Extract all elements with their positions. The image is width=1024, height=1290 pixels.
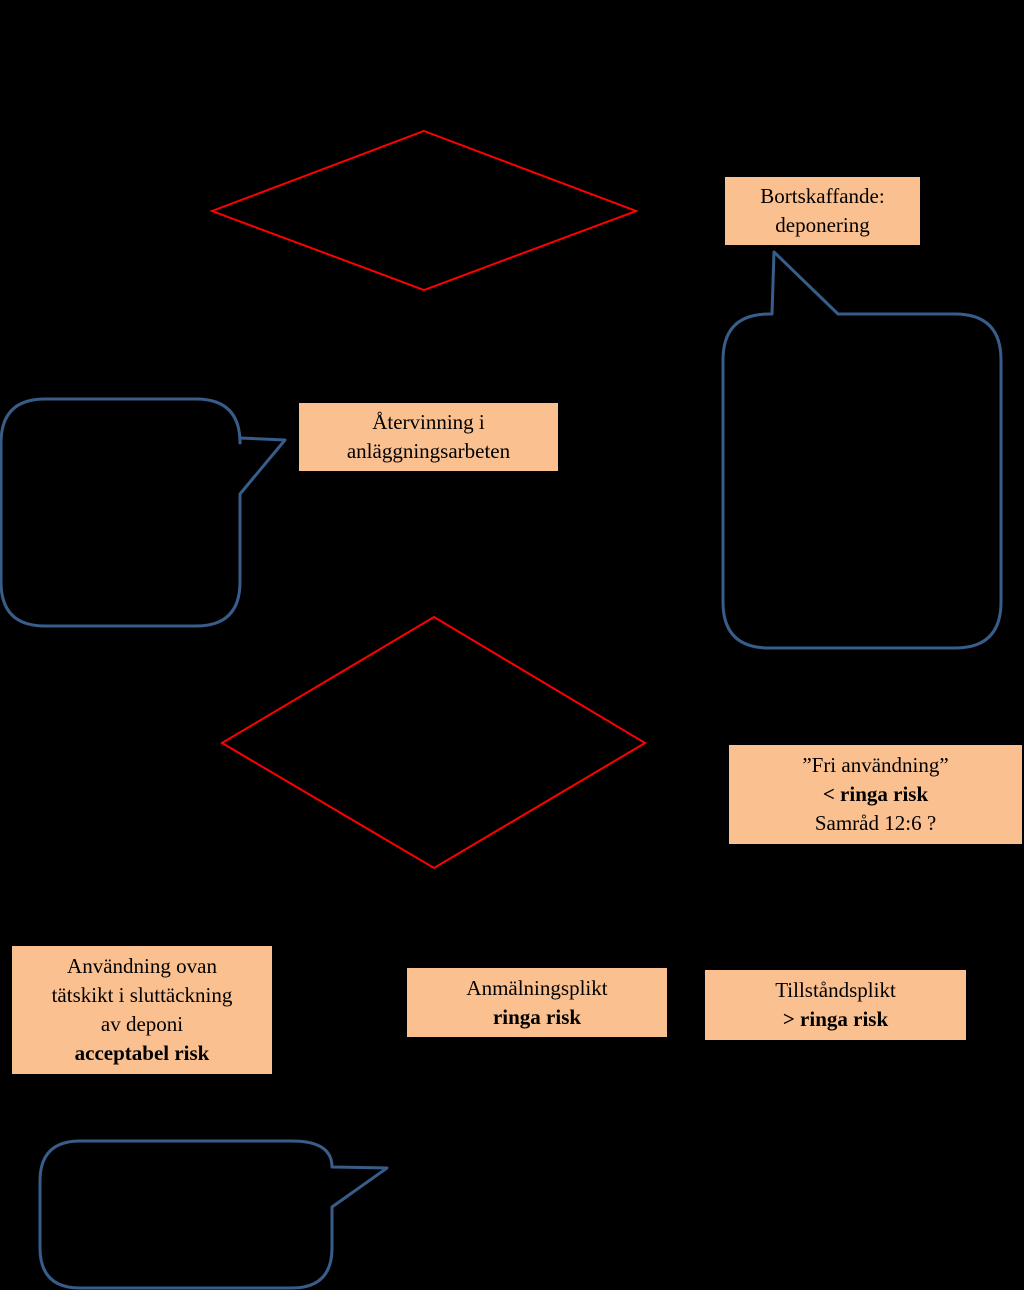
free-use-line-1: ”Fri användning”: [802, 753, 949, 777]
notification-box: Anmälningsplikt ringa risk: [407, 968, 667, 1037]
free-use-box: ”Fri användning” < ringa risk Samråd 12:…: [729, 745, 1022, 844]
permit-line-2: > ringa risk: [782, 1007, 889, 1031]
disposal-line-2: deponering: [775, 213, 870, 237]
callout-bubble-right: [721, 250, 1003, 650]
landfill-cover-line-4: acceptabel risk: [74, 1041, 210, 1065]
callout-bubble-left: [0, 397, 287, 628]
recovery-box: Återvinning i anläggningsarbeten: [299, 403, 558, 471]
landfill-cover-box: Användning ovan tätskikt i sluttäckning …: [12, 946, 272, 1074]
permit-box: Tillståndsplikt > ringa risk: [705, 970, 966, 1040]
landfill-cover-line-3: av deponi: [100, 1012, 184, 1036]
landfill-cover-line-1: Användning ovan: [67, 954, 217, 978]
disposal-line-1: Bortskaffande:: [760, 184, 885, 208]
notification-line-2: ringa risk: [492, 1004, 582, 1029]
decision-diamond-top: [209, 129, 639, 292]
free-use-line-2: < ringa risk: [822, 782, 929, 806]
notification-line-1: Anmälningsplikt: [466, 975, 608, 1000]
landfill-cover-line-2: tätskikt i sluttäckning: [51, 983, 233, 1007]
recovery-line-2: anläggningsarbeten: [346, 439, 511, 463]
callout-bubble-bottom: [38, 1139, 389, 1290]
recovery-line-1: Återvinning i: [372, 410, 485, 434]
free-use-line-3: Samråd 12:6 ?: [814, 811, 937, 835]
permit-line-1: Tillståndsplikt: [775, 978, 896, 1002]
decision-diamond-middle: [220, 615, 647, 870]
disposal-box: Bortskaffande: deponering: [725, 177, 920, 245]
